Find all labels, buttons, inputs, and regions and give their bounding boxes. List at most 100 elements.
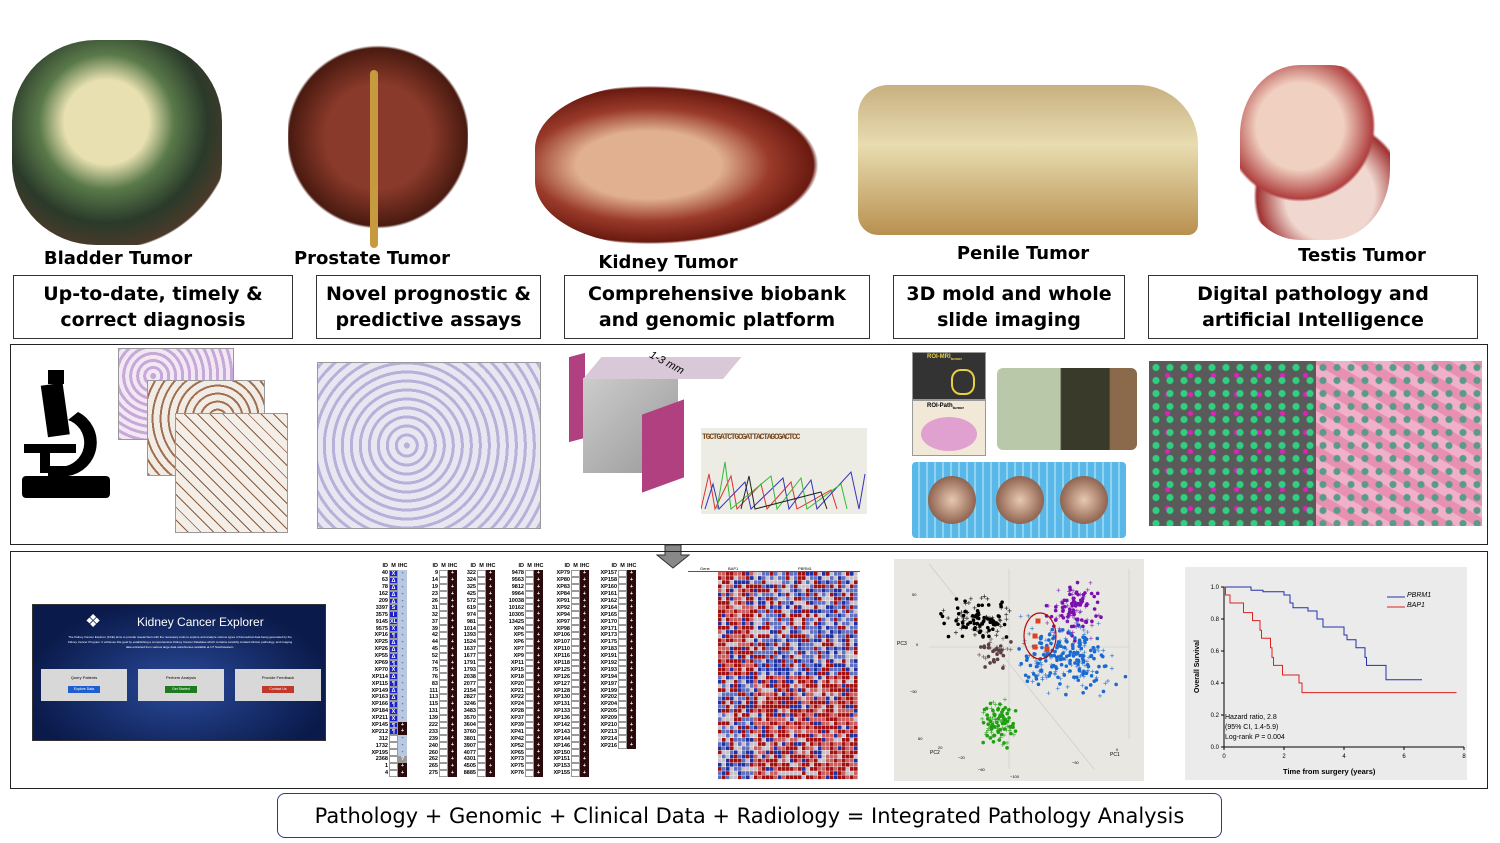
heatmap-cell xyxy=(730,684,734,688)
heatmap-cell xyxy=(806,692,810,697)
pca-point xyxy=(1004,635,1009,639)
heatmap-cell xyxy=(742,704,746,709)
pca-point xyxy=(1044,675,1049,680)
pca-point xyxy=(1006,708,1011,712)
heatmap-cell xyxy=(746,580,750,585)
pca-point xyxy=(1013,729,1018,733)
table-row: 76+ xyxy=(417,673,457,681)
heatmap-cell xyxy=(834,688,838,692)
heatmap-cell xyxy=(762,733,766,738)
explore-data-button[interactable]: Explore Data xyxy=(68,686,100,693)
heatmap-cell xyxy=(834,659,838,663)
pca-point xyxy=(978,629,983,633)
pca-point xyxy=(1052,653,1057,658)
header-cell: ID xyxy=(432,563,439,569)
sample-id: 9145 xyxy=(375,618,388,625)
heatmap-cell xyxy=(822,630,826,634)
pca-point xyxy=(1007,707,1012,712)
heatmap-cell xyxy=(798,584,802,589)
heatmap-cell xyxy=(774,696,778,701)
heatmap-cell xyxy=(730,708,734,713)
ihc-cell: + xyxy=(580,666,589,674)
heatmap-cell xyxy=(770,601,774,605)
heatmap-cell xyxy=(830,646,834,651)
pca-point xyxy=(1005,646,1010,651)
heatmap-cell xyxy=(818,717,822,721)
heatmap-cell xyxy=(822,742,826,746)
heatmap-cell xyxy=(854,679,858,684)
heatmap-cell xyxy=(798,625,802,630)
ihc-cell: + xyxy=(580,673,589,681)
heatmap-cell xyxy=(818,675,822,680)
heatmap-cell xyxy=(758,733,762,738)
heatmap-cell xyxy=(774,758,778,763)
pca-point xyxy=(1089,654,1093,659)
heatmap-cell xyxy=(794,667,798,672)
heatmap-cell xyxy=(726,596,730,601)
heatmap-cell xyxy=(846,625,850,630)
heatmap-cell xyxy=(786,729,790,734)
sample-id: 3246 xyxy=(463,701,476,708)
pca-point xyxy=(999,648,1004,652)
pca-point xyxy=(1001,647,1006,652)
heatmap-cell xyxy=(718,659,722,663)
heatmap-cell xyxy=(762,642,766,647)
mutation-cell xyxy=(525,659,534,667)
pca-point xyxy=(981,633,985,638)
heatmap-cell xyxy=(834,729,838,734)
heatmap-cell xyxy=(730,758,734,763)
pca-point xyxy=(1096,648,1101,653)
contact-us-button[interactable]: Contact Us xyxy=(262,686,294,693)
pca-point xyxy=(1009,731,1013,736)
heatmap-cell xyxy=(770,625,774,630)
heatmap-cell xyxy=(746,754,750,759)
table-row: XP80+ xyxy=(549,576,589,584)
heatmap-cell xyxy=(834,609,838,614)
heatmap-cell xyxy=(786,630,790,634)
heatmap-cell xyxy=(774,742,778,746)
heatmap-cell xyxy=(726,592,730,597)
heatmap-cell xyxy=(854,746,858,751)
pca-point xyxy=(956,622,960,627)
heatmap-cell xyxy=(818,754,822,759)
heatmap-cell xyxy=(838,771,842,775)
ihc-cell: + xyxy=(534,714,543,722)
heatmap-cell xyxy=(818,576,822,580)
mutation-cell xyxy=(618,652,627,660)
table-row: XP128+ xyxy=(549,687,589,695)
ihc-cell: + xyxy=(398,728,407,736)
pca-point xyxy=(992,733,996,738)
heatmap-cell xyxy=(778,613,782,618)
heatmap-cell xyxy=(782,630,786,634)
ihc-cell: + xyxy=(534,659,543,667)
heatmap-cell xyxy=(766,663,770,668)
heatmap-cell xyxy=(742,708,746,713)
heatmap-cell xyxy=(738,684,742,688)
pca-point xyxy=(1000,600,1004,604)
heatmap-cell xyxy=(734,580,738,585)
heatmap-cell xyxy=(834,655,838,659)
pca-point xyxy=(1089,674,1094,678)
heatmap-cell xyxy=(802,667,806,672)
heatmap-cell xyxy=(834,754,838,759)
pca-point xyxy=(942,621,946,626)
heatmap-cell xyxy=(734,771,738,775)
pca-point xyxy=(994,633,999,638)
heatmap-cell xyxy=(834,634,838,638)
heatmap-cell xyxy=(830,576,834,580)
heatmap-cell xyxy=(806,572,810,576)
heatmap-cell xyxy=(722,650,726,655)
get-started-button[interactable]: Get Started xyxy=(165,686,197,693)
heatmap-cell xyxy=(846,721,850,726)
heatmap-cell xyxy=(846,646,850,651)
heatmap-cell xyxy=(826,729,830,734)
heatmap-cell xyxy=(850,725,854,730)
heatmap-cell xyxy=(774,659,778,663)
mutation-cell xyxy=(477,769,486,777)
pca-point xyxy=(1083,591,1087,595)
heatmap-cell xyxy=(746,721,750,726)
heatmap-cell xyxy=(846,767,850,771)
heatmap-cell xyxy=(842,758,846,763)
heatmap-cell xyxy=(818,708,822,713)
